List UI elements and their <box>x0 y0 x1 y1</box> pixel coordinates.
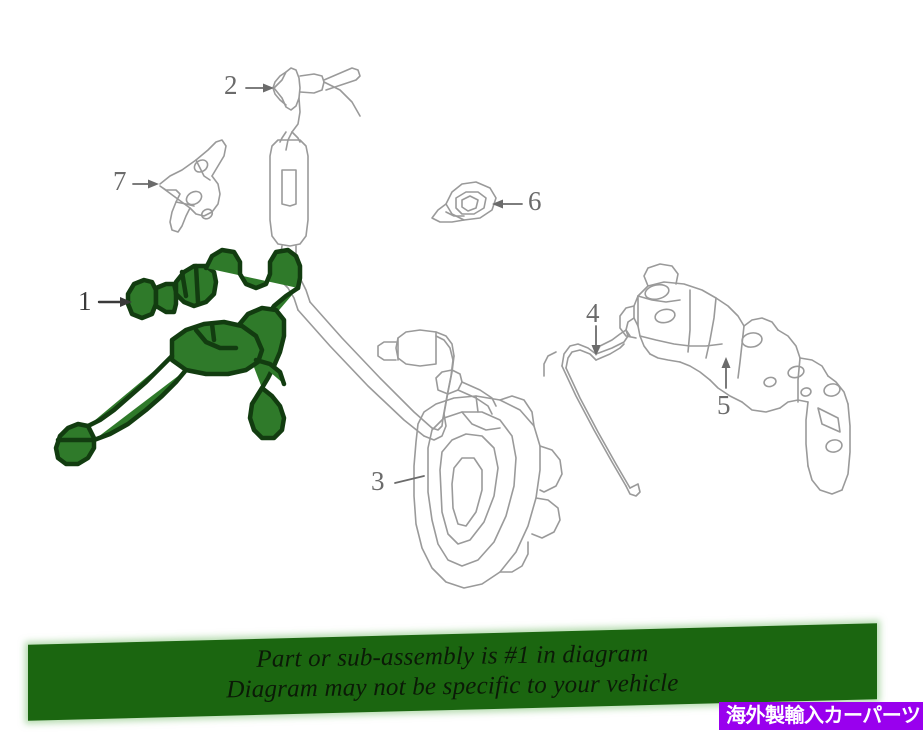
japanese-watermark-badge: 海外製輸入カーパーツ <box>719 702 923 730</box>
disclaimer-line-1: Part or sub-assembly is #1 in diagram <box>256 639 649 673</box>
line-art-group <box>159 67 851 589</box>
part-7-hood-latch-bracket <box>159 139 227 233</box>
part-2-washer-nozzle <box>272 67 361 151</box>
callout-number-2: 2 <box>224 70 238 100</box>
callout-3-leader <box>394 475 425 484</box>
callout-number-6: 6 <box>528 186 542 216</box>
callout-number-3: 3 <box>371 466 385 496</box>
callout-number-5: 5 <box>717 390 731 420</box>
callout-5-leader <box>721 357 731 389</box>
callout-number-1: 1 <box>78 286 92 316</box>
callout-2-leader <box>245 83 274 93</box>
part-3-horn-assembly <box>413 369 563 589</box>
part-1-horn-wiring-harness-highlighted <box>53 247 303 467</box>
callout-6-leader <box>492 199 523 209</box>
callout-leaders-group <box>97 83 731 484</box>
callout-4-leader <box>591 325 601 356</box>
disclaimer-line-2: Diagram may not be specific to your vehi… <box>226 669 679 703</box>
callout-number-4: 4 <box>586 298 600 328</box>
part-6-sensor-pad <box>431 181 497 223</box>
callout-number-7: 7 <box>113 166 127 196</box>
callout-7-leader <box>132 179 159 189</box>
part-4-support-rod <box>543 329 641 497</box>
part-5-mounting-bracket <box>619 263 851 495</box>
callout-1-leader <box>97 297 132 307</box>
